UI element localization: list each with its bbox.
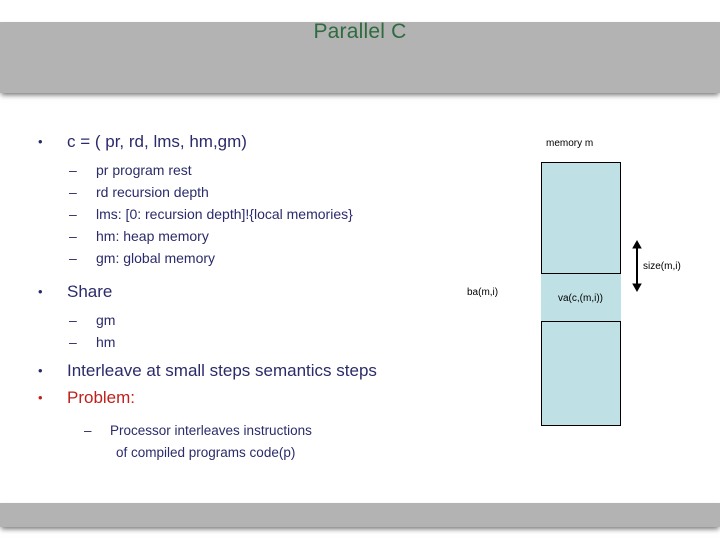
bullet-text: c = ( pr, rd, lms, hm,gm) bbox=[67, 132, 247, 151]
bullet-text: pr program rest bbox=[96, 162, 192, 178]
bullet-marker-dash: – bbox=[69, 250, 77, 266]
bullet-list: • c = ( pr, rd, lms, hm,gm) – pr program… bbox=[0, 128, 470, 464]
bullet-text: hm: heap memory bbox=[96, 228, 209, 244]
bullet-item-c-definition: • c = ( pr, rd, lms, hm,gm) bbox=[0, 128, 470, 155]
bullet-item-problem: • Problem: bbox=[0, 384, 470, 411]
memory-segment-va: va(c,(m,i)) bbox=[540, 273, 621, 322]
bullet-marker-dash: – bbox=[69, 312, 77, 328]
bullet-marker-dash: – bbox=[69, 162, 77, 178]
bullet-item-processor-interleaves: – Processor interleaves instructions bbox=[0, 420, 470, 442]
bullet-item-interleave: • Interleave at small steps semantics st… bbox=[0, 357, 470, 384]
bullet-marker-dot: • bbox=[38, 284, 43, 299]
footer-band bbox=[0, 503, 720, 527]
diagram-title-memory-m: memory m bbox=[546, 138, 594, 149]
bullet-text: Interleave at small steps semantics step… bbox=[67, 361, 377, 380]
bullet-text: gm bbox=[96, 312, 116, 328]
bullet-item-rd: – rd recursion depth bbox=[0, 181, 470, 203]
bullet-marker-dot: • bbox=[38, 134, 43, 149]
bullet-item-hm: – hm: heap memory bbox=[0, 225, 470, 247]
diagram-label-virtual-address: va(c,(m,i)) bbox=[558, 293, 603, 304]
bullet-text: lms: [0: recursion depth]!{local memorie… bbox=[96, 206, 353, 222]
diagram-label-base-address: ba(m,i) bbox=[467, 287, 499, 298]
double-headed-vertical-arrow-icon bbox=[632, 240, 642, 292]
bullet-text: Processor interleaves instructions bbox=[110, 423, 312, 438]
page-title: Parallel C bbox=[313, 20, 407, 43]
bullet-item-processor-interleaves-continued: of compiled programs code(p) bbox=[0, 442, 470, 464]
diagram-label-size: size(m,i) bbox=[643, 261, 681, 272]
bullet-marker-dash: – bbox=[84, 423, 92, 438]
bullet-text: Share bbox=[67, 282, 113, 301]
title-band bbox=[0, 22, 720, 93]
bullet-text: gm: global memory bbox=[96, 250, 216, 266]
bullet-text: rd recursion depth bbox=[96, 184, 209, 200]
bullet-marker-dash: – bbox=[69, 334, 77, 350]
bullet-item-share: • Share bbox=[0, 278, 470, 305]
bullet-text: of compiled programs code(p) bbox=[116, 445, 296, 460]
bullet-item-share-gm: – gm bbox=[0, 309, 470, 331]
bullet-text: hm bbox=[96, 334, 116, 350]
bullet-marker-dash: – bbox=[69, 184, 77, 200]
spacer bbox=[0, 411, 470, 420]
bullet-marker-dot: • bbox=[38, 390, 43, 405]
bullet-marker-dot: • bbox=[38, 363, 43, 378]
bullet-text: Problem: bbox=[67, 388, 136, 407]
spacer bbox=[0, 269, 470, 278]
bullet-item-share-hm: – hm bbox=[0, 331, 470, 353]
bullet-marker-dash: – bbox=[69, 228, 77, 244]
bullet-item-gm: – gm: global memory bbox=[0, 247, 470, 269]
bullet-item-lms: – lms: [0: recursion depth]!{local memor… bbox=[0, 203, 470, 225]
memory-diagram: memory m ba(m,i) size(m,i) va(c,(m,i)) bbox=[450, 130, 720, 440]
bullet-marker-dash: – bbox=[69, 206, 77, 222]
bullet-item-pr: – pr program rest bbox=[0, 159, 470, 181]
memory-block: va(c,(m,i)) bbox=[540, 162, 621, 426]
